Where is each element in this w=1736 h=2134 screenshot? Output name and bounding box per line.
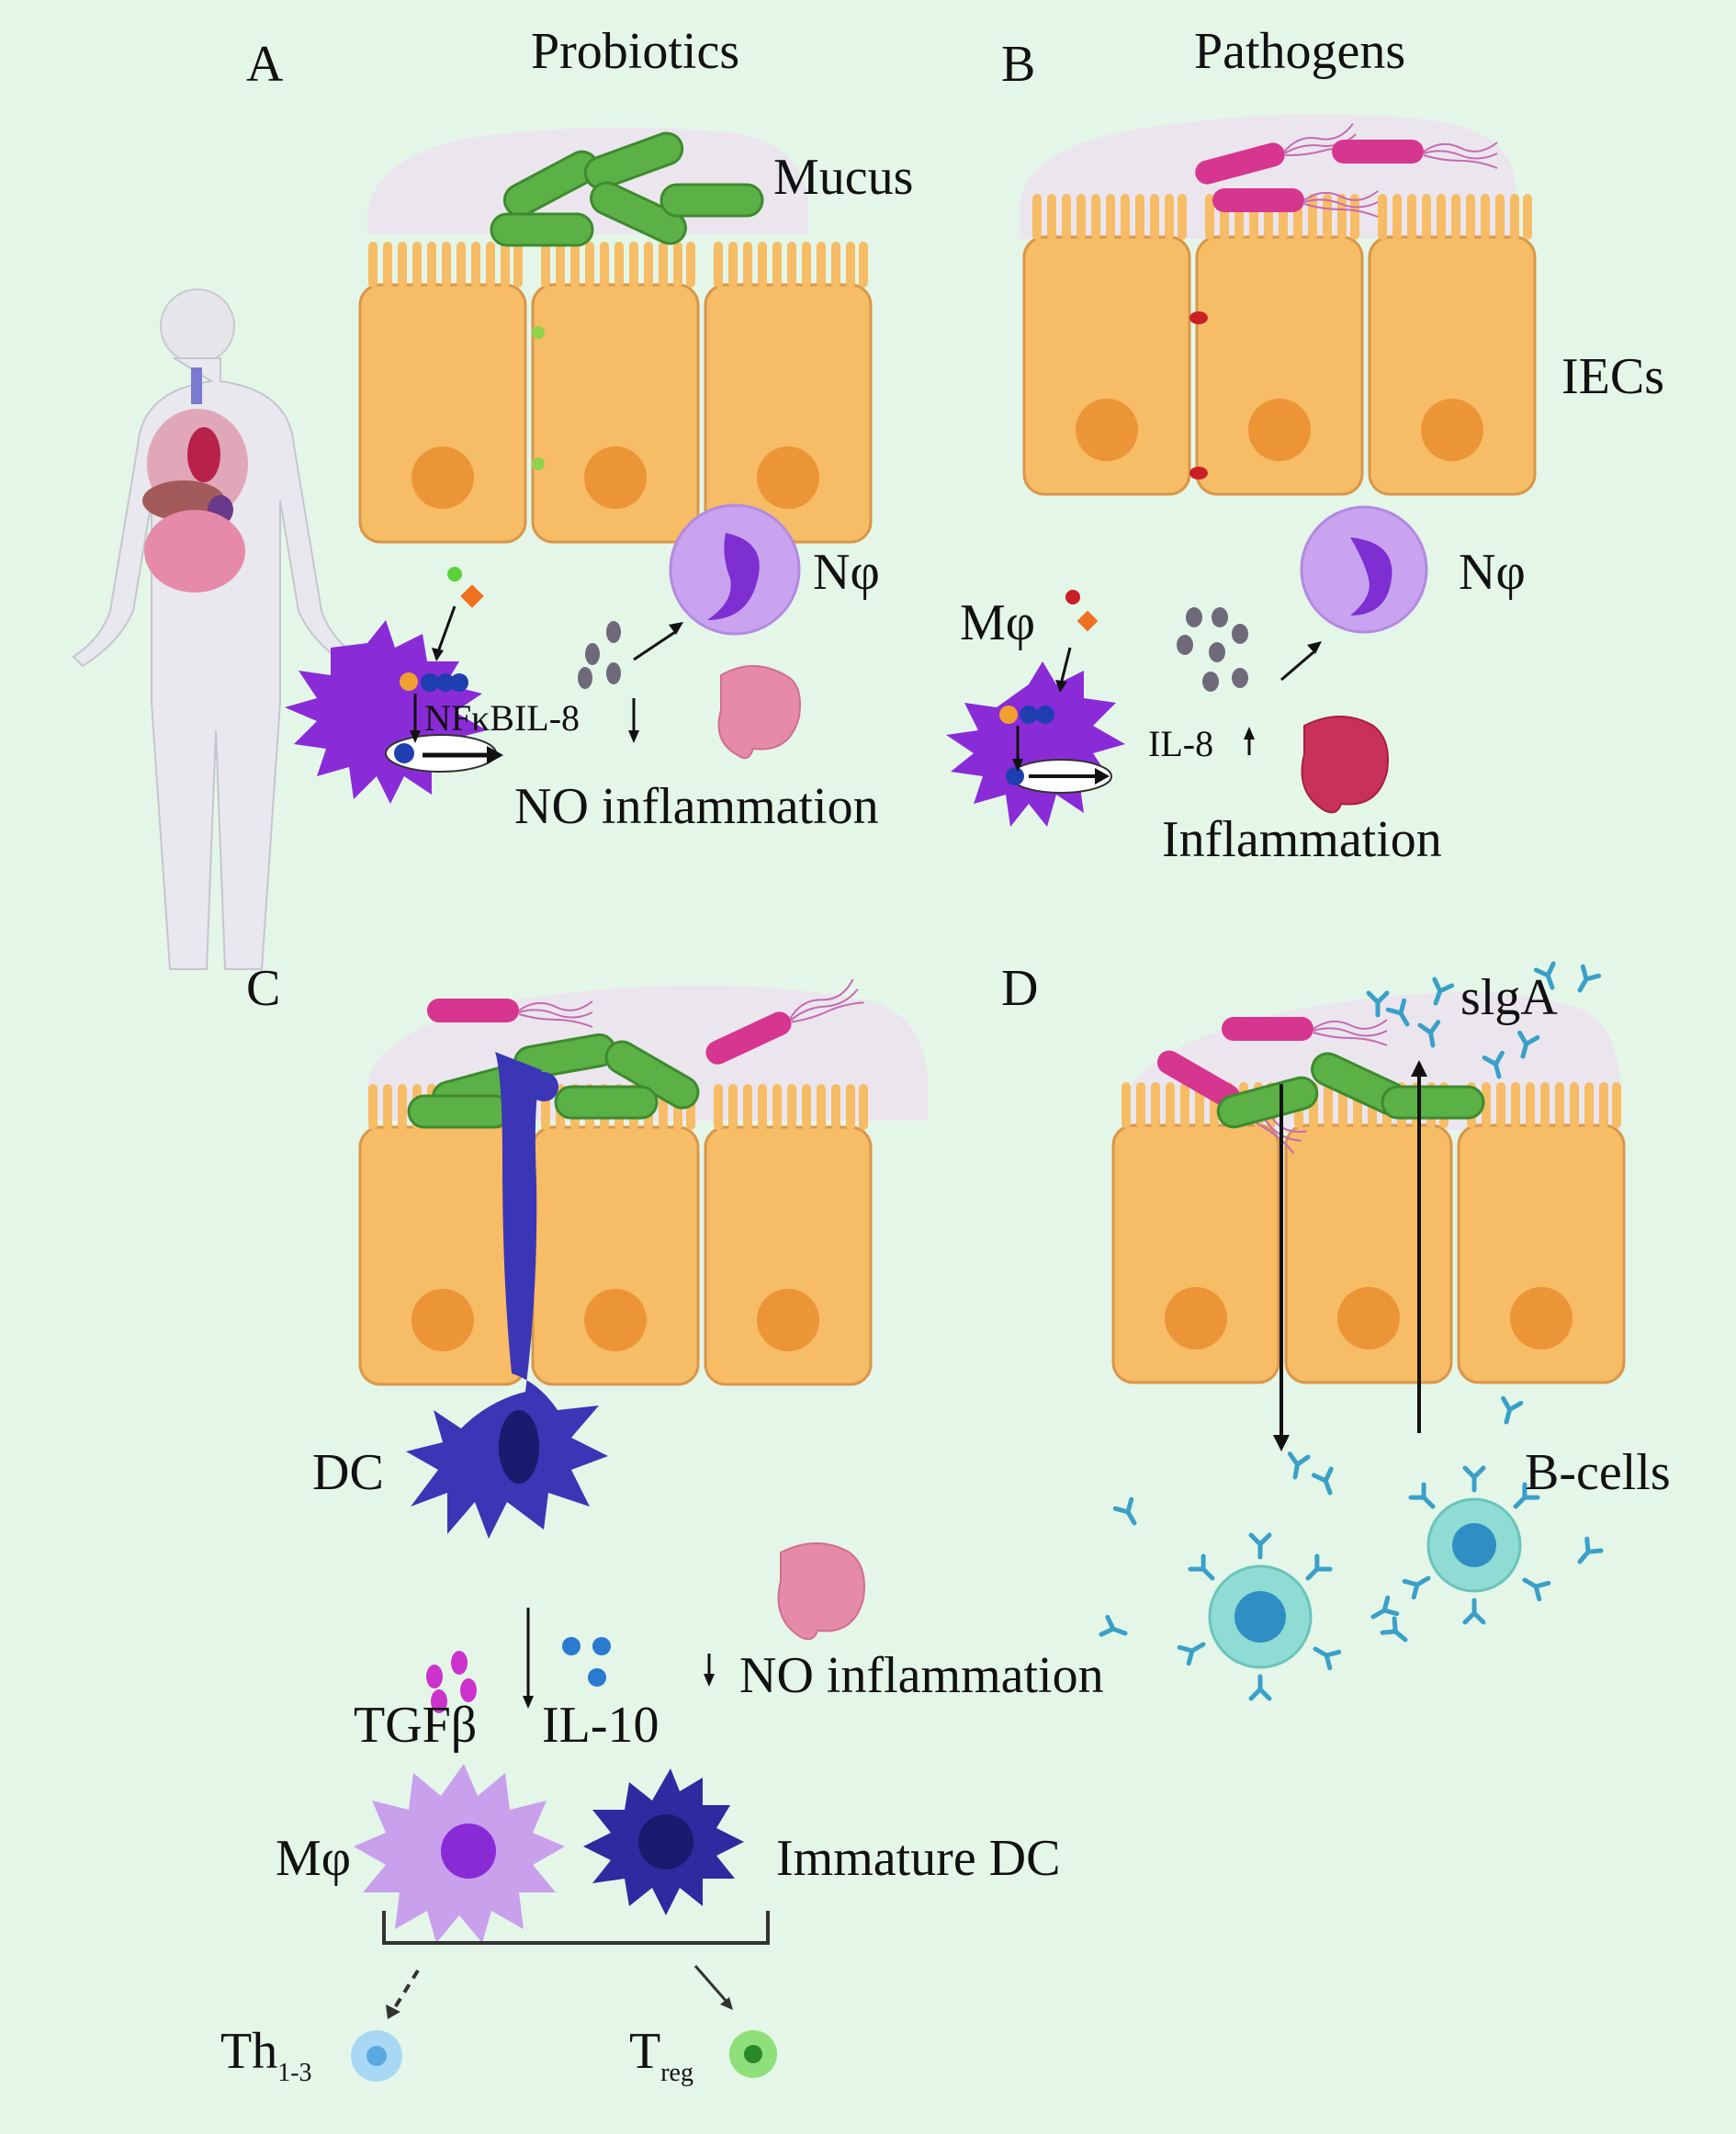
- inflammation-b-label: Inflammation: [1162, 811, 1442, 868]
- panel-c-cytokines: [426, 1608, 715, 1713]
- mucus-label: Mucus: [773, 149, 914, 206]
- th-label: Th1-3: [220, 2026, 312, 2086]
- human-body: [72, 288, 360, 970]
- panel-b-macrophage: [946, 590, 1125, 827]
- treg-label-base: T: [629, 2023, 661, 2080]
- neutrophil-a-label: Nφ: [813, 544, 880, 601]
- immature-dc-label: Immature DC: [776, 1830, 1061, 1887]
- panel-d-letter: D: [1001, 960, 1039, 1017]
- panel-b-epithelium: [1020, 114, 1535, 494]
- panel-c-macrophage: [354, 1764, 565, 1943]
- neutrophil-b-label: Nφ: [1459, 544, 1526, 601]
- panel-b-neutrophil: [1300, 505, 1428, 634]
- b-cells-label: B-cells: [1525, 1444, 1671, 1501]
- panel-c-intestine: [777, 1542, 865, 1641]
- panel-a-title: Probiotics: [531, 23, 740, 80]
- th-label-base: Th: [220, 2023, 278, 2080]
- no-inflammation-c-label: NO inflammation: [739, 1647, 1104, 1704]
- panel-b-intestine-inflamed: [1301, 716, 1389, 814]
- panel-c-letter: C: [246, 960, 281, 1017]
- panel-d-epithelium: [1113, 992, 1624, 1383]
- panel-d-transport-arrows: [1273, 1060, 1427, 1451]
- panel-c-t-cells: [351, 2030, 777, 2082]
- panel-b-il8-particles: [1177, 607, 1322, 755]
- panel-c-epithelium: [360, 985, 928, 1385]
- treg-label-subscript: reg: [660, 2059, 693, 2087]
- panel-b-title: Pathogens: [1194, 23, 1406, 80]
- nfkb-il8-label: NFκBIL-8: [424, 697, 581, 739]
- panel-c-dendritic-cell: [406, 1052, 608, 1539]
- no-inflammation-a-label: NO inflammation: [514, 778, 879, 835]
- dc-label: DC: [312, 1444, 384, 1501]
- macrophage-c-label: Mφ: [276, 1830, 352, 1887]
- panel-a-macrophage: [285, 567, 503, 804]
- siga-label: slgA: [1460, 969, 1558, 1026]
- il10-label: IL-10: [542, 1697, 659, 1754]
- panel-a-neutrophil: [669, 503, 801, 636]
- panel-d-b-cells: [1101, 1398, 1601, 1699]
- panel-b-letter: B: [1001, 36, 1036, 93]
- panel-c-immature-dc: [583, 1768, 744, 1915]
- treg-label: Treg: [629, 2026, 693, 2086]
- tgfb-label: TGFβ: [354, 1697, 478, 1754]
- panel-a-il8-particles: [578, 621, 683, 743]
- macrophage-b-label: Mφ: [960, 594, 1036, 651]
- iecs-label: IECs: [1561, 348, 1664, 405]
- panel-c-bracket: [382, 1911, 770, 2019]
- panel-a-intestine: [717, 665, 801, 760]
- il8-b-label: IL-8: [1148, 723, 1214, 764]
- th-label-subscript: 1-3: [277, 2059, 312, 2087]
- panel-a-letter: A: [246, 36, 284, 93]
